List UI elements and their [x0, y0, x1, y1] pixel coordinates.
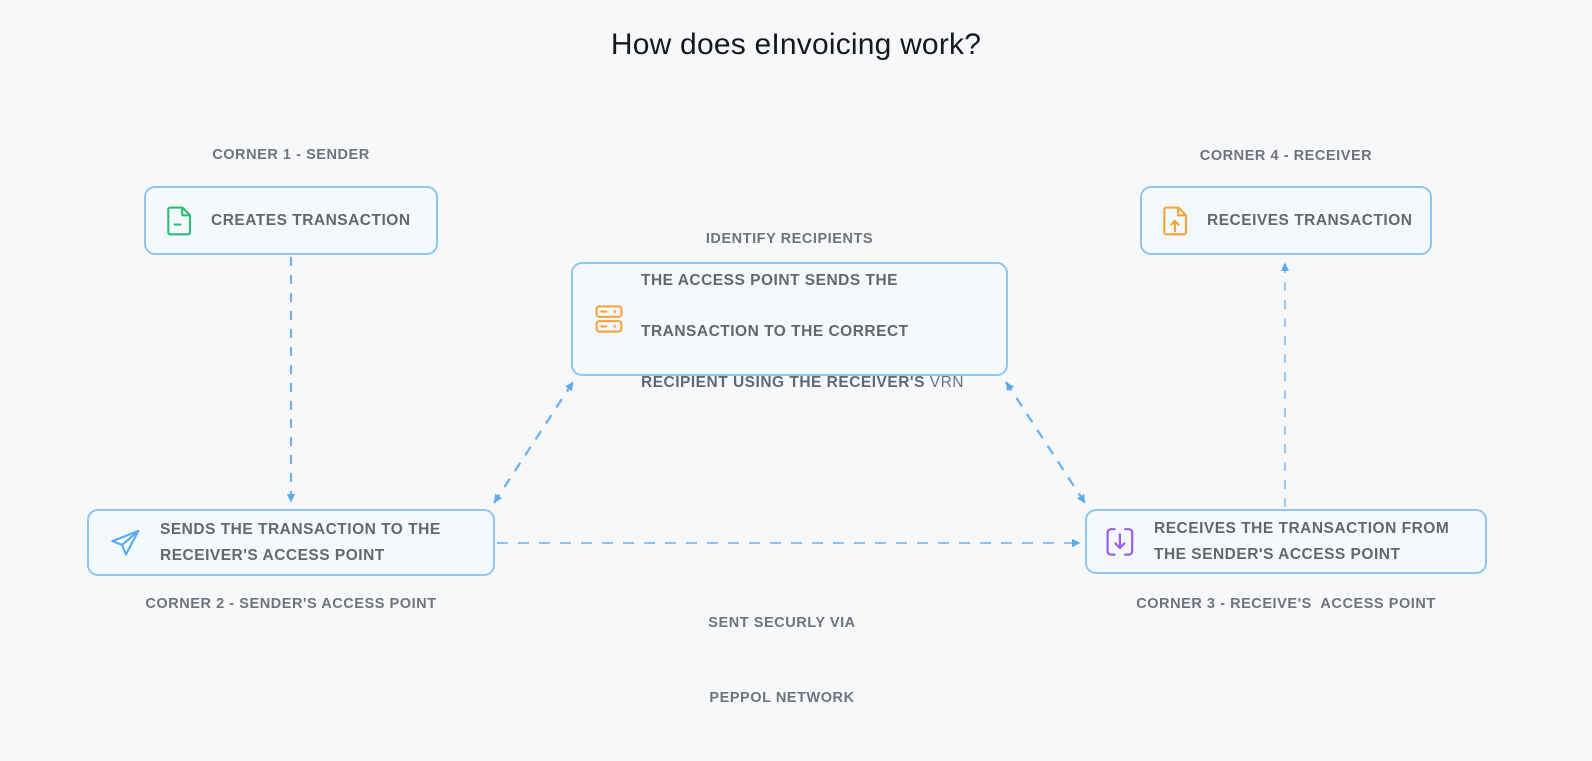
node-access-point-label-line-1: THE ACCESS POINT SENDS THE: [641, 272, 899, 289]
file-upload-icon: [1161, 206, 1191, 236]
server-icon: [593, 303, 625, 335]
node-corner-2-sender-access-point[interactable]: SENDS THE TRANSACTION TO THE RECEIVER'S …: [87, 509, 495, 576]
caption-corner-3: CORNER 3 - RECEIVE'S ACCESS POINT: [1136, 596, 1436, 612]
caption-peppol-network-line-1: SENT SECURLY VIA: [708, 615, 856, 631]
node-corner-2-sender-access-point-label: SENDS THE TRANSACTION TO THE RECEIVER'S …: [160, 521, 441, 564]
node-access-point-label-line-3: RECIPIENT USING THE RECEIVER'S: [641, 374, 930, 391]
caption-peppol-network-line-2: PEPPOL NETWORK: [709, 690, 855, 706]
node-corner-4-receiver[interactable]: RECEIVES TRANSACTION: [1140, 186, 1432, 255]
page-title: How does eInvoicing work?: [610, 28, 982, 61]
node-access-point[interactable]: THE ACCESS POINT SENDS THE TRANSACTION T…: [571, 262, 1008, 391]
node-corner-1-sender[interactable]: CREATES TRANSACTION: [144, 186, 438, 255]
caption-corner-2: CORNER 2 - SENDER'S ACCESS POINT: [145, 596, 437, 612]
node-corner-4-receiver-label: RECEIVES TRANSACTION: [1207, 211, 1413, 229]
download-box-icon: [1103, 527, 1137, 557]
node-corner-1-sender-label: CREATES TRANSACTION: [211, 211, 411, 229]
node-corner-3-receiver-access-point-label: RECEIVES THE TRANSACTION FROM THE SENDER…: [1154, 520, 1450, 563]
file-document-icon: [165, 206, 195, 236]
edge-access-point-to-receiver-access-point: [1005, 381, 1086, 504]
node-access-point-label: THE ACCESS POINT SENDS THE TRANSACTION T…: [641, 243, 964, 396]
caption-identify-recipients: IDENTIFY RECIPIENTS: [705, 231, 874, 247]
caption-corner-1: CORNER 1 - SENDER: [212, 147, 370, 163]
caption-peppol-network: SENT SECURLY VIA PEPPOL NETWORK: [640, 561, 924, 761]
node-access-point-label-line-3-tail: VRN: [929, 374, 964, 391]
send-paper-plane-icon: [108, 528, 142, 558]
node-access-point-label-line-2: TRANSACTION TO THE CORRECT: [641, 323, 909, 340]
edge-sender-access-point-to-access-point: [493, 381, 574, 504]
node-corner-3-receiver-access-point[interactable]: RECEIVES THE TRANSACTION FROM THE SENDER…: [1085, 509, 1487, 574]
caption-corner-4: CORNER 4 - RECEIVER: [1199, 148, 1373, 164]
diagram-canvas: How does eInvoicing work? CORNER 1 - SEN…: [87, 28, 1487, 706]
